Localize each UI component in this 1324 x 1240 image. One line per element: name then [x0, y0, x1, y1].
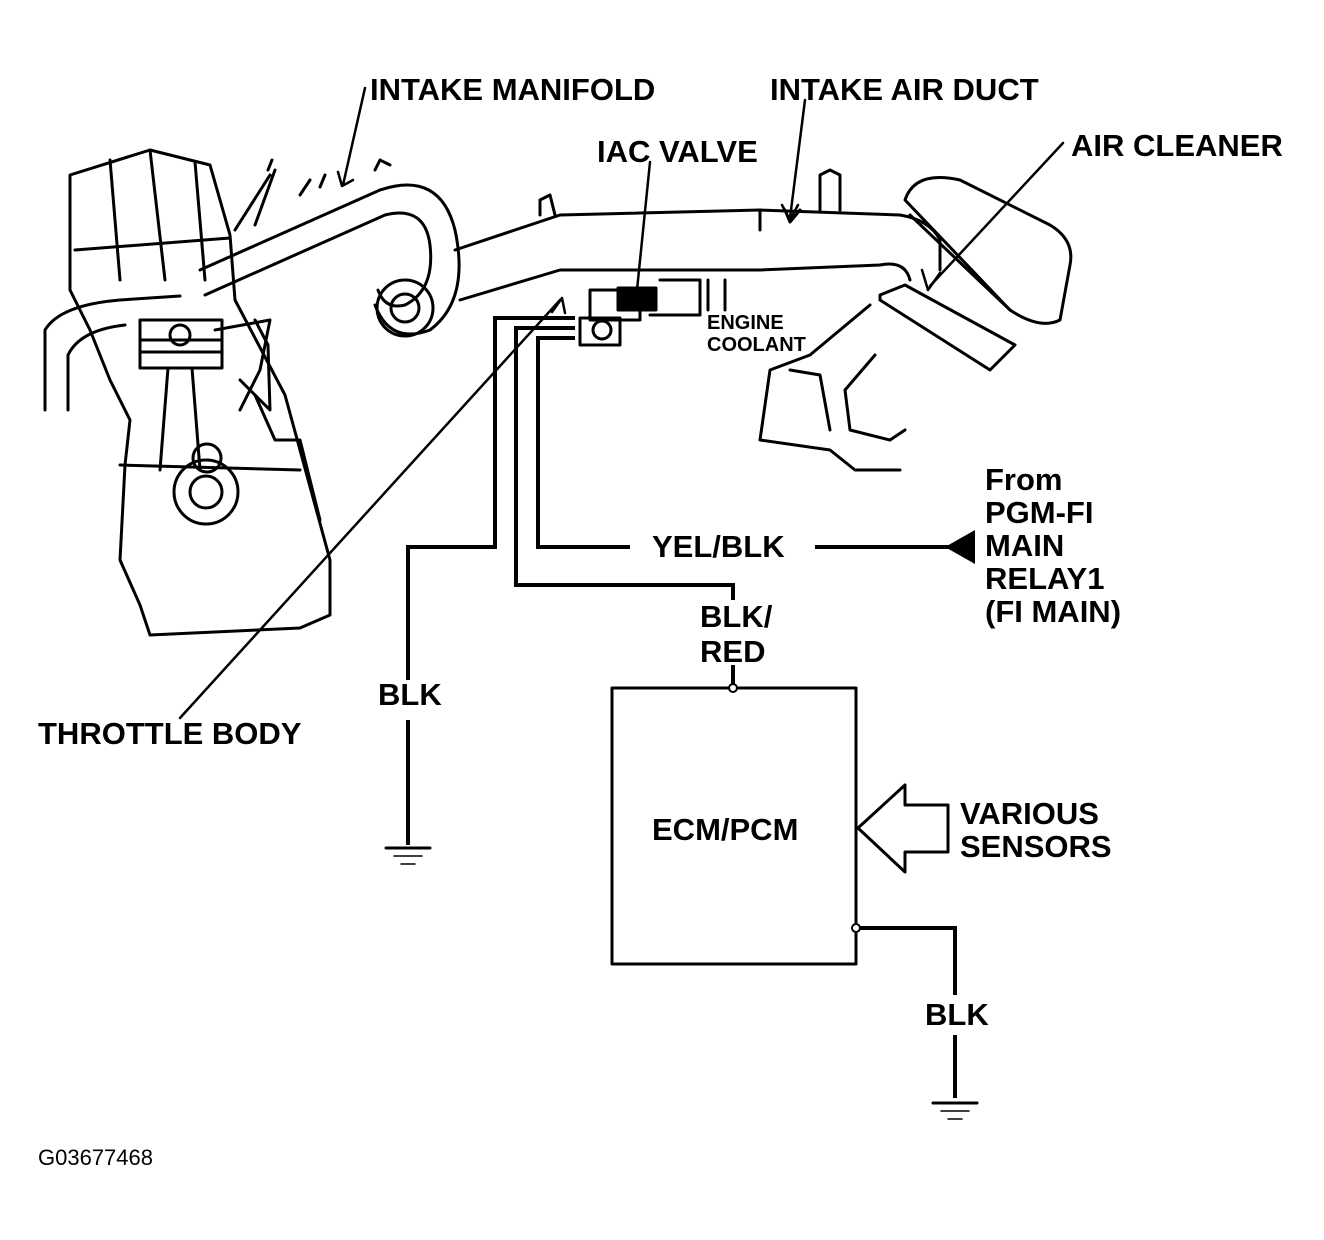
figure-id: G03677468 — [38, 1145, 153, 1170]
label-throttle-body: THROTTLE BODY — [38, 716, 302, 751]
air-cleaner-illustration — [758, 176, 1073, 472]
label-source-line3: MAIN — [985, 528, 1065, 563]
label-wire-yel-blk: YEL/BLK — [652, 529, 785, 564]
label-intake-manifold: INTAKE MANIFOLD — [370, 72, 656, 107]
sensor-input-arrow-icon — [856, 783, 950, 874]
ground-icon-right — [931, 1101, 979, 1120]
label-source-line5: (FI MAIN) — [985, 594, 1122, 629]
label-iac-valve: IAC VALVE — [597, 134, 758, 169]
ground-icon-left — [384, 846, 432, 865]
label-various-sensors-line2: SENSORS — [960, 829, 1112, 864]
label-source-line2: PGM-FI — [985, 495, 1094, 530]
wire-yel-blk — [536, 336, 630, 549]
engine-illustration — [43, 148, 332, 637]
label-source-relay: From PGM-FI MAIN RELAY1 (FI MAIN) — [985, 463, 1121, 628]
intake-manifold-illustration — [198, 158, 461, 338]
label-wire-blk-red-line1: BLK/ — [700, 599, 773, 634]
label-wire-blk-red: BLK/ RED — [700, 599, 772, 669]
label-engine-coolant-line2: COOLANT — [707, 334, 806, 356]
label-intake-air-duct: INTAKE AIR DUCT — [770, 72, 1039, 107]
label-ecm-pcm: ECM/PCM — [652, 812, 799, 847]
label-engine-coolant: ENGINE COOLANT — [707, 312, 806, 356]
label-wire-blk-red-line2: RED — [700, 634, 766, 669]
leader-lines — [178, 86, 1065, 720]
label-source-line4: RELAY1 — [985, 561, 1105, 596]
wire-blk-left — [406, 316, 575, 680]
label-air-cleaner: AIR CLEANER — [1071, 128, 1283, 163]
label-various-sensors-line1: VARIOUS — [960, 796, 1099, 831]
source-arrow-icon — [945, 530, 975, 564]
label-engine-coolant-line1: ENGINE — [707, 312, 784, 334]
label-wire-blk-left: BLK — [378, 677, 442, 712]
label-various-sensors: VARIOUS SENSORS — [960, 797, 1112, 863]
wire-blk-right — [856, 926, 957, 995]
label-source-line1: From — [985, 462, 1063, 497]
label-wire-blk-right: BLK — [925, 997, 989, 1032]
